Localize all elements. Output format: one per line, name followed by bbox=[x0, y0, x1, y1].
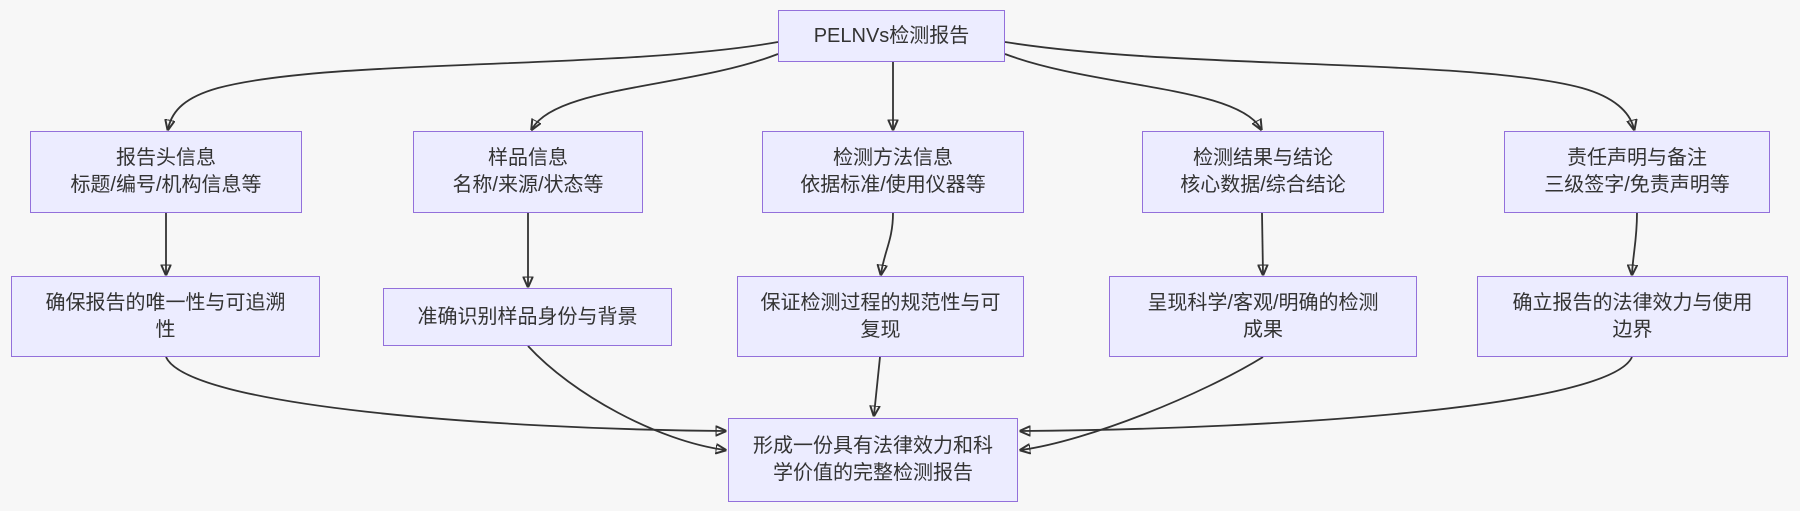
node-final-report: 形成一份具有法律效力和科 学价值的完整检测报告 bbox=[728, 418, 1018, 502]
edge-purpose5-to-final bbox=[1021, 356, 1633, 431]
edge-root-to-result bbox=[1004, 53, 1261, 129]
node-label-line: 样品信息 bbox=[488, 147, 568, 169]
node-label-line: 核心数据/综合结论 bbox=[1180, 174, 1346, 196]
edge-purpose2-to-final bbox=[527, 345, 725, 450]
edge-root-to-responsibility bbox=[1004, 41, 1634, 129]
node-purpose-legal: 确立报告的法律效力与使用 边界 bbox=[1477, 276, 1788, 357]
edge-result-to-purpose bbox=[1262, 212, 1263, 274]
node-purpose-uniqueness: 确保报告的唯一性与可追溯 性 bbox=[11, 276, 320, 357]
node-label-line: 检测结果与结论 bbox=[1193, 147, 1333, 169]
node-label-line: 边界 bbox=[1612, 318, 1653, 341]
node-label-line: 形成一份具有法律效力和科 bbox=[753, 435, 993, 457]
node-label-line: 责任声明与备注 bbox=[1567, 147, 1707, 169]
edge-root-to-header bbox=[168, 41, 779, 129]
node-label-line: 准确识别样品身份与背景 bbox=[417, 305, 638, 328]
edge-purpose1-to-final bbox=[165, 356, 725, 431]
node-label-line: 名称/来源/状态等 bbox=[452, 174, 604, 196]
node-purpose-identify: 准确识别样品身份与背景 bbox=[383, 288, 672, 346]
node-label-line: 标题/编号/机构信息等 bbox=[70, 174, 262, 196]
node-label-line: 性 bbox=[155, 318, 176, 341]
node-root: PELNVs检测报告 bbox=[778, 10, 1005, 62]
node-label-line: 确保报告的唯一性与可追溯 bbox=[45, 291, 286, 314]
edge-purpose3-to-final bbox=[874, 356, 881, 415]
edge-purpose4-to-final bbox=[1021, 356, 1264, 450]
node-purpose-standard: 保证检测过程的规范性与可 复现 bbox=[737, 276, 1024, 357]
edge-responsibility-to-purpose bbox=[1632, 212, 1637, 274]
node-label-line: 复现 bbox=[860, 318, 901, 341]
edge-root-to-sample bbox=[532, 53, 779, 129]
node-purpose-present: 呈现科学/客观/明确的检测 成果 bbox=[1109, 276, 1417, 357]
node-label-line: 确立报告的法律效力与使用 bbox=[1512, 291, 1753, 314]
node-label-line: 学价值的完整检测报告 bbox=[773, 462, 973, 484]
node-label-line: 检测方法信息 bbox=[833, 147, 953, 169]
node-label-line: 成果 bbox=[1243, 318, 1283, 341]
edge-method-to-purpose bbox=[881, 212, 894, 274]
node-label-line: 报告头信息 bbox=[116, 147, 216, 169]
node-root-label: PELNVs检测报告 bbox=[813, 24, 970, 47]
node-label-line: 依据标准/使用仪器等 bbox=[800, 174, 986, 196]
node-responsibility-note: 责任声明与备注 三级签字/免责声明等 bbox=[1504, 131, 1770, 213]
node-label-line: 保证检测过程的规范性与可 bbox=[760, 291, 1001, 314]
node-method-info: 检测方法信息 依据标准/使用仪器等 bbox=[762, 131, 1024, 213]
node-sample-info: 样品信息 名称/来源/状态等 bbox=[413, 131, 643, 213]
node-label-line: 三级签字/免责声明等 bbox=[1544, 174, 1730, 196]
node-label-line: 呈现科学/客观/明确的检测 bbox=[1147, 291, 1379, 314]
node-result-conclusion: 检测结果与结论 核心数据/综合结论 bbox=[1142, 131, 1384, 213]
node-header-info: 报告头信息 标题/编号/机构信息等 bbox=[30, 131, 302, 213]
